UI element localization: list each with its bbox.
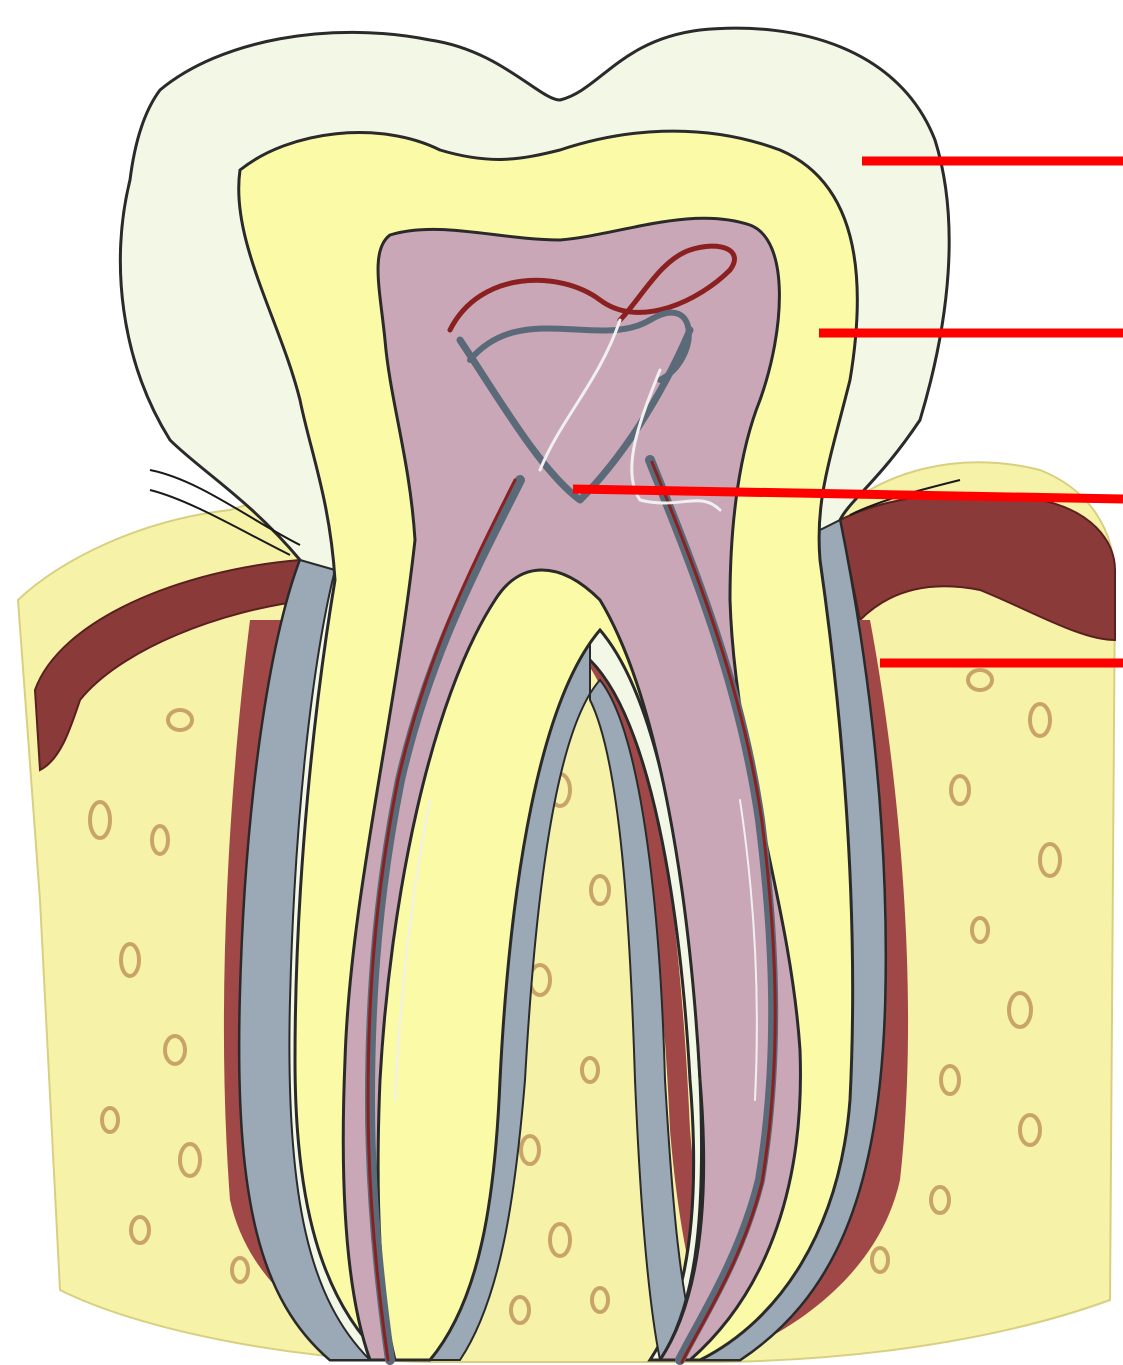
tooth-illustration xyxy=(0,0,1123,1365)
tooth-diagram xyxy=(0,0,1123,1365)
